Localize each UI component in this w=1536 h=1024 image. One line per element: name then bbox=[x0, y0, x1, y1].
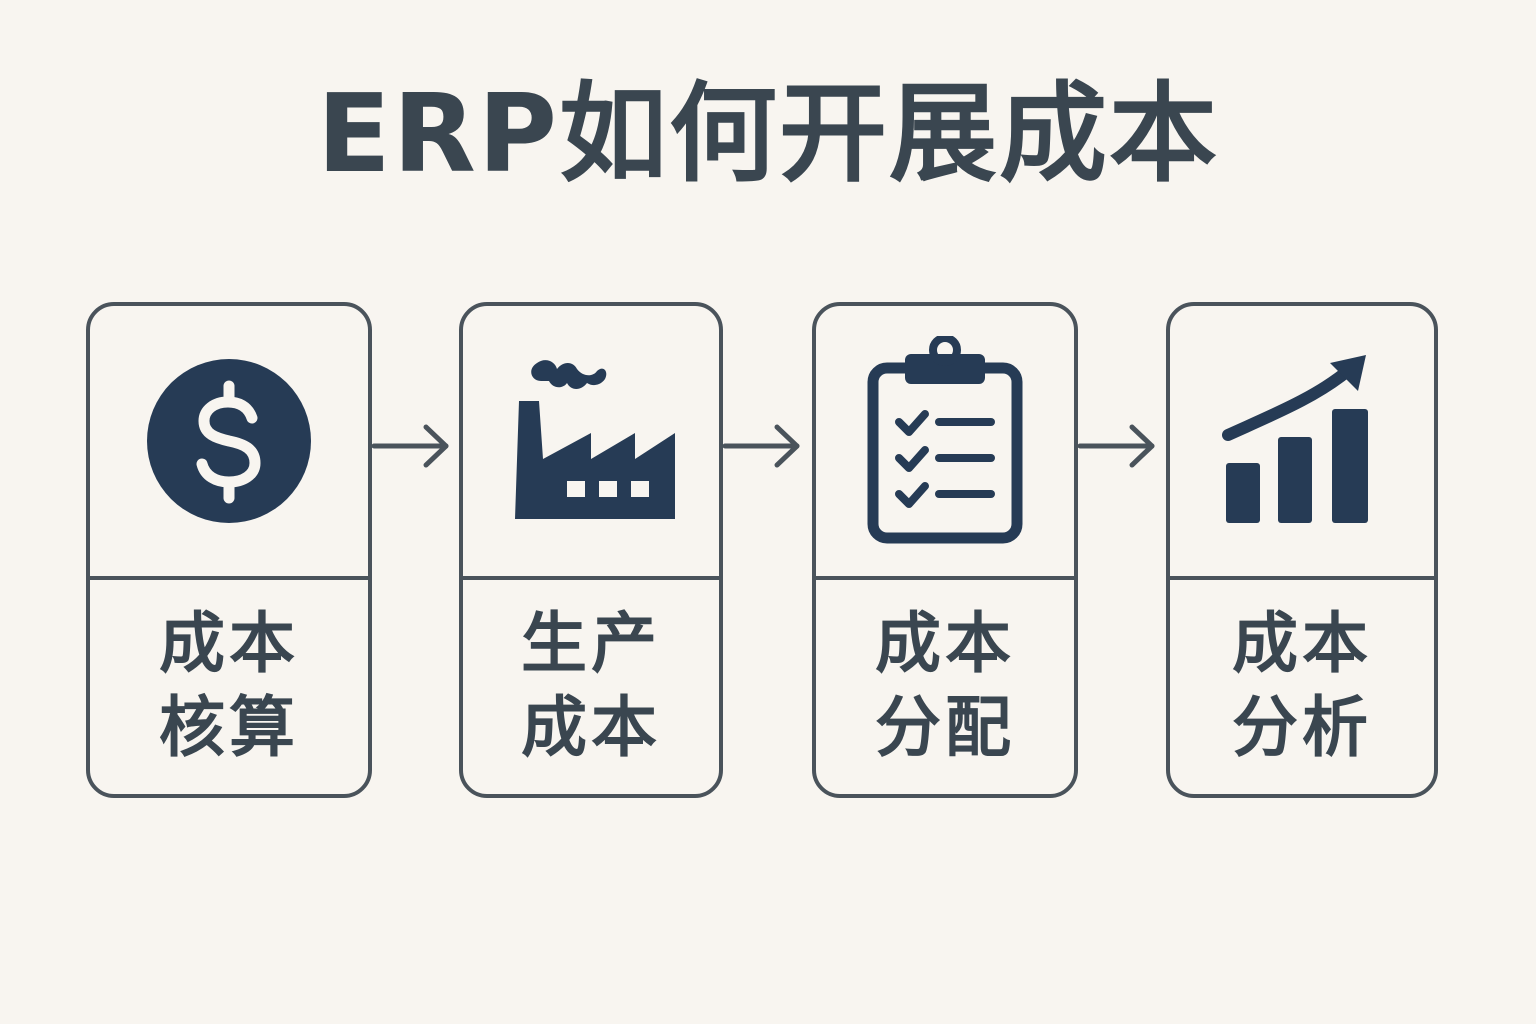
dollar-coin-icon bbox=[147, 359, 311, 523]
step-label-line1: 成本 bbox=[159, 605, 299, 682]
flow-arrow-icon bbox=[372, 424, 449, 468]
flow-arrow-icon bbox=[1078, 424, 1155, 468]
step-card-icon-area bbox=[463, 306, 719, 576]
card-divider bbox=[463, 576, 719, 580]
card-divider bbox=[816, 576, 1074, 580]
card-divider bbox=[90, 576, 368, 580]
step-label: 生产 成本 bbox=[463, 602, 719, 770]
step-label-line2: 核算 bbox=[159, 689, 299, 766]
flow-arrow-icon bbox=[723, 424, 800, 468]
step-card-icon-area bbox=[90, 306, 368, 576]
step-card-cost-allocation: 成本 分配 bbox=[812, 302, 1078, 798]
step-label: 成本 分析 bbox=[1170, 602, 1434, 770]
step-label-line2: 分配 bbox=[875, 689, 1015, 766]
factory-icon bbox=[515, 360, 675, 519]
step-card-production-cost: 生产 成本 bbox=[459, 302, 723, 798]
bar-chart-trend-icon bbox=[1222, 355, 1368, 523]
step-card-icon-area bbox=[1170, 306, 1434, 576]
step-label-line1: 成本 bbox=[1232, 605, 1372, 682]
step-label-line2: 分析 bbox=[1232, 689, 1372, 766]
step-label: 成本 分配 bbox=[816, 602, 1074, 770]
step-label-line1: 生产 bbox=[521, 605, 661, 682]
card-divider bbox=[1170, 576, 1434, 580]
step-label: 成本 核算 bbox=[90, 602, 368, 770]
step-card-cost-accounting: 成本 核算 bbox=[86, 302, 372, 798]
step-card-icon-area bbox=[816, 306, 1074, 576]
page-title: ERP如何开展成本 bbox=[316, 72, 1220, 197]
step-label-line1: 成本 bbox=[875, 605, 1015, 682]
clipboard-checklist-icon bbox=[867, 336, 1023, 544]
step-card-cost-analysis: 成本 分析 bbox=[1166, 302, 1438, 798]
step-label-line2: 成本 bbox=[521, 689, 661, 766]
